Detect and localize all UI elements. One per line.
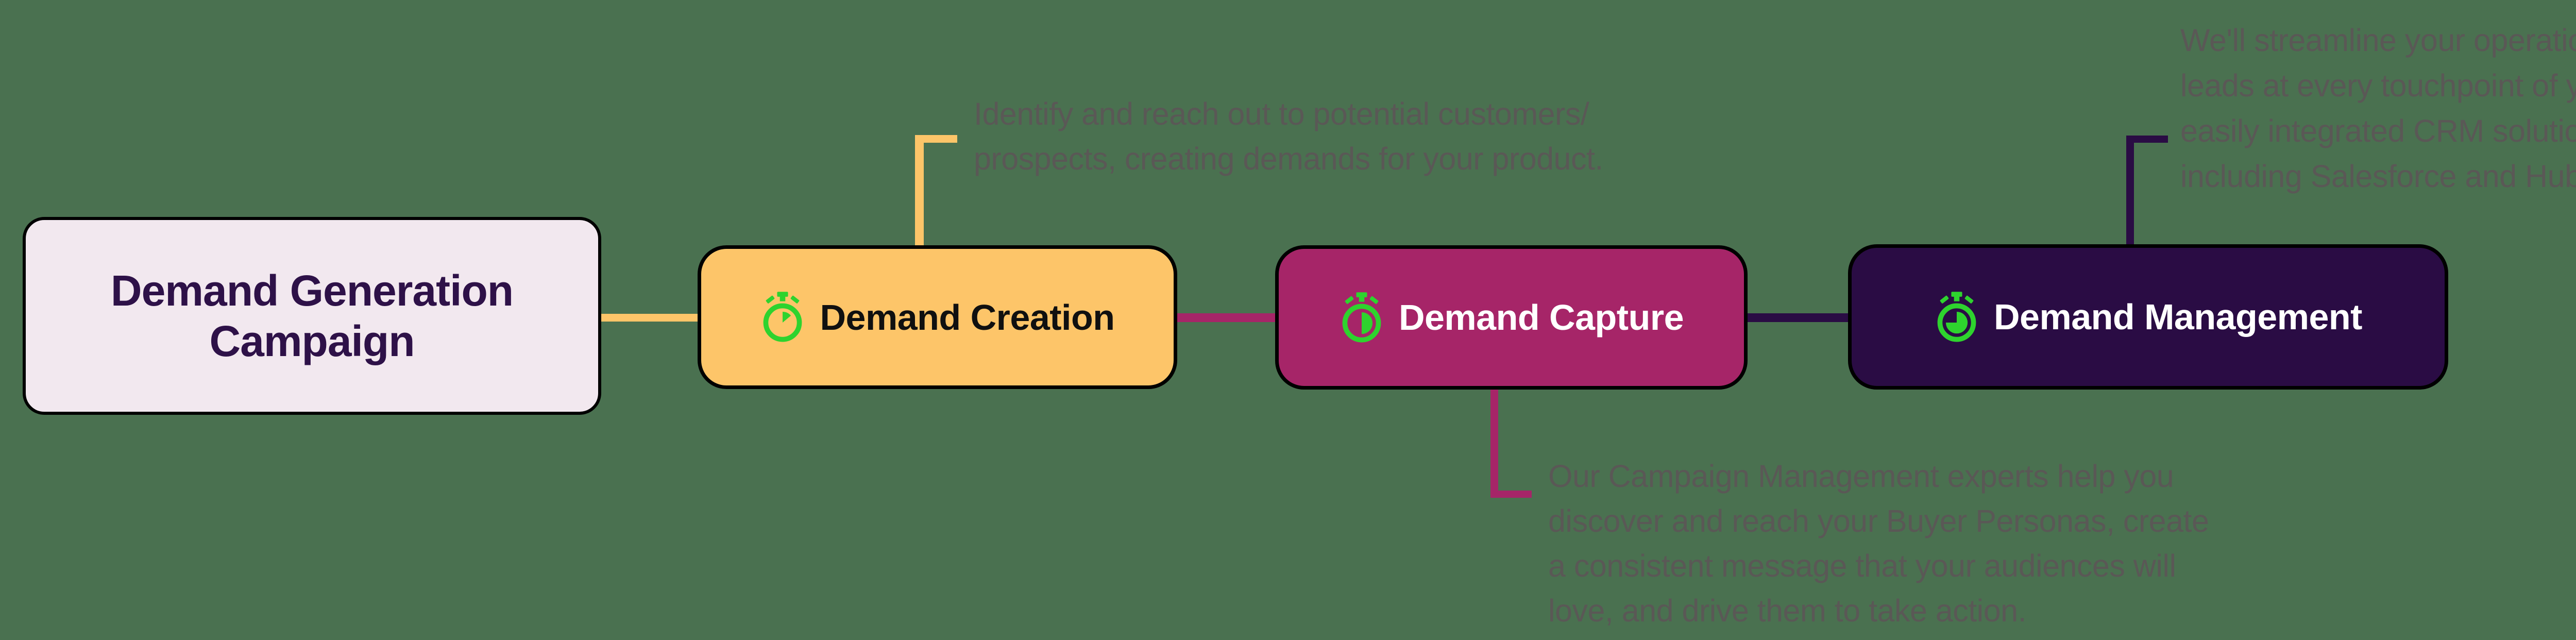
connector-creation-note-vertical bbox=[915, 135, 924, 245]
note-demand-capture: Our Campaign Management experts help you… bbox=[1548, 459, 2209, 628]
node-label: Demand Capture bbox=[1398, 297, 1684, 338]
connector-creation-to-capture bbox=[1177, 313, 1275, 322]
connector-management-note-foot bbox=[2126, 136, 2168, 143]
connector-capture-note-vertical bbox=[1490, 390, 1498, 498]
node-demand-generation-campaign: Demand Generation Campaign bbox=[23, 217, 601, 415]
node-demand-creation: Demand Creation bbox=[698, 245, 1177, 389]
connector-creation-note-foot bbox=[915, 135, 957, 143]
note-demand-management: We'll streamline your operations by mana… bbox=[2180, 23, 2576, 194]
note-demand-creation: Identify and reach out to potential cust… bbox=[974, 96, 1603, 176]
root-node-title: Demand Generation Campaign bbox=[110, 266, 514, 365]
connector-management-note-vertical bbox=[2126, 136, 2134, 244]
connector-capture-note-foot bbox=[1490, 491, 1532, 498]
node-demand-capture: Demand Capture bbox=[1275, 245, 1748, 390]
stopwatch-quarter-icon bbox=[760, 292, 805, 343]
stopwatch-threequarter-icon bbox=[1934, 291, 1979, 343]
node-demand-management: Demand Management bbox=[1848, 244, 2448, 390]
connector-root-to-creation bbox=[601, 314, 698, 322]
connector-capture-to-management bbox=[1748, 313, 1848, 322]
node-label: Demand Management bbox=[1994, 297, 2362, 337]
stopwatch-half-icon bbox=[1339, 292, 1384, 343]
node-label: Demand Creation bbox=[820, 297, 1115, 338]
